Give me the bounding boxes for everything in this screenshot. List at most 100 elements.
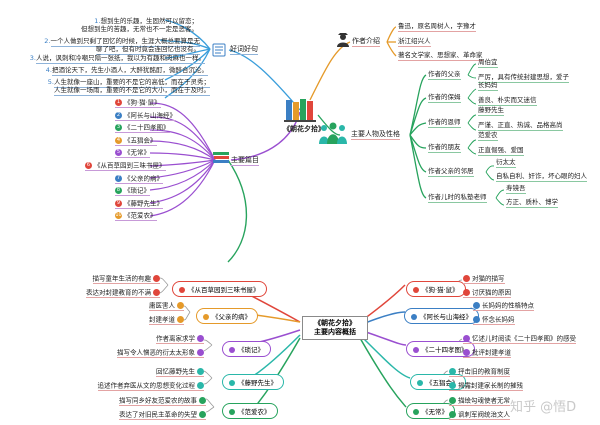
- watermark: 知乎 @悟D: [510, 400, 577, 415]
- pill-title: 《阿长与山海经》: [420, 313, 472, 321]
- chapter-number-badge: 10: [115, 212, 122, 220]
- note-badge: [177, 316, 184, 323]
- author-item-1: 鲁迅，原名周树人，字豫才: [398, 22, 476, 32]
- chapter-item: 10《范爱农》: [115, 211, 157, 222]
- chapter-pill: 《藤野先生》: [222, 374, 284, 390]
- branch-note: 讨厌猫的原因: [463, 289, 511, 298]
- character-trait: 严厉，具有传统封建思想，爱子: [478, 73, 569, 83]
- character-group-label: 作者的保姆: [428, 93, 461, 103]
- note-badge: [449, 368, 456, 375]
- sentence-number: 2.: [44, 37, 51, 45]
- sentence-line: 人说，讽刺和冷嘲只隔一张纸，我以为有趣和肉麻也一样。: [36, 54, 205, 64]
- chapter-title: 《狗·猫·鼠》: [124, 98, 161, 107]
- character-trait: 正直倔强、爱国: [478, 146, 524, 156]
- chapter-number-badge: 4: [115, 136, 122, 144]
- sentence-line: 人生就像一座山，重要的不是它的高低，而在于灵秀；: [54, 78, 210, 88]
- branch-note: 描写同乡好友范爱农的故事: [119, 397, 206, 406]
- character-group-label: 作者儿时的私塾老师: [428, 193, 487, 203]
- chapter-pill: 《范爱农》: [222, 403, 278, 419]
- note-text: 抨击旧的教育制度: [458, 367, 510, 376]
- note-text: 讽刺军阀统治文人: [458, 410, 510, 419]
- chapter-title: 《藤野先生》: [124, 199, 163, 208]
- branch-note: 描写令人憎恶的衍太太形象: [117, 349, 204, 358]
- sentence-line: 把酒论天下，先生小酒人，大醉犹酩酊，微醉合沉沦。: [52, 66, 208, 76]
- pill-dot-icon: [179, 287, 185, 293]
- sentence-number: 4.: [45, 66, 52, 74]
- character-trait: 方正、质朴、博学: [506, 198, 558, 208]
- chapter-title: 《二十四孝图》: [124, 123, 170, 132]
- pill-dot-icon: [411, 314, 417, 320]
- chapter-item: 1《狗·猫·鼠》: [115, 99, 161, 108]
- chapter-pill: 《阿长与山海经》: [404, 308, 479, 324]
- chapter-title: 《父亲的病》: [124, 174, 163, 183]
- chapter-title: 《从百草园到三味书屋》: [94, 161, 166, 170]
- character-name: 衍太太: [496, 158, 516, 168]
- top-center-title: 《朝花夕拾》: [283, 125, 325, 133]
- pill-dot-icon: [203, 314, 209, 320]
- good-sentence-item: 1.想到生的乐趣，生固然可以留恋；但想到生的苦趣，无常也不一定是恶客。: [58, 17, 198, 34]
- pill-title: 《琐记》: [238, 346, 264, 354]
- chapter-item: 8《琐记》: [115, 186, 150, 197]
- pill-title: 《二十四孝图》: [422, 346, 468, 354]
- chapter-number-badge: 1: [115, 99, 122, 106]
- note-badge: [473, 316, 480, 323]
- chapter-item: 4《五猖会》: [115, 136, 157, 146]
- note-text: 揭露封建家长制的摧残: [458, 381, 523, 390]
- main-chapters-title: 主要篇目: [231, 156, 259, 166]
- character-name: 长妈妈: [478, 81, 498, 91]
- chapter-title: 《五猖会》: [124, 136, 157, 145]
- pill-dot-icon: [417, 380, 423, 386]
- good-sentence-item: 4.把酒论天下，先生小酒人，大醉犹酩酊，微醉合沉沦。: [18, 66, 208, 76]
- sentence-line: 聊了吧，但有时竟会连回忆也没有。: [96, 45, 200, 56]
- note-badge: [197, 382, 204, 389]
- note-badge: [463, 335, 470, 342]
- author-title: 作者介绍: [352, 37, 380, 47]
- chapter-item: 5《无常》: [115, 149, 150, 159]
- note-badge: [449, 411, 456, 418]
- sentence-line: 想到生的乐趣，生固然可以留恋；: [100, 17, 199, 25]
- pill-dot-icon: [413, 409, 419, 415]
- note-badge: [197, 349, 204, 356]
- chapter-item: 2《阿长与山海经》: [115, 111, 176, 121]
- good-sentence-item: 3.人说，讽刺和冷嘲只隔一张纸，我以为有趣和肉麻也一样。: [5, 54, 205, 64]
- sentence-number: 3.: [29, 54, 36, 62]
- branch-note: 追述作者弃医从文的思想变化过程: [97, 382, 204, 391]
- sentence-number: 1.: [94, 17, 101, 25]
- note-text: 描绘勾魂使者无常: [458, 396, 510, 405]
- sentence-line: 但想到生的苦趣，无常也不一定是恶客。: [81, 25, 198, 34]
- chapter-number-badge: 5: [115, 149, 122, 157]
- pill-title: 《无常》: [422, 408, 448, 416]
- bottom-center-title: 《朝花夕拾》 主要内容概括: [302, 316, 368, 340]
- pill-dot-icon: [413, 287, 419, 293]
- pill-title: 《从百草园到三味书屋》: [188, 286, 260, 294]
- pill-title: 《父亲的病》: [212, 313, 251, 321]
- chapter-pill: 《琐记》: [222, 341, 271, 357]
- chapter-title: 《范爱农》: [124, 211, 157, 220]
- note-badge: [463, 275, 470, 282]
- chapter-pill: 《父亲的病》: [196, 308, 258, 324]
- author-icon: [336, 32, 350, 51]
- branch-note: 描写童年生活的有趣: [92, 275, 160, 284]
- books-icon: [284, 98, 318, 126]
- chapter-title: 《琐记》: [124, 186, 150, 195]
- pill-title: 《狗·猫·鼠》: [422, 286, 459, 294]
- good-sentence-item: 5.人生就像一座山，重要的不是它的高低，而在于灵秀；人生就像一场雨，重要的不是它…: [20, 78, 210, 97]
- branch-note: 忆述儿时阅读《二十四孝图》的感受: [463, 335, 576, 344]
- note-text: 长妈妈的性格特点: [482, 301, 534, 310]
- chapter-number-badge: 7: [115, 174, 122, 182]
- branch-note: 表达对封建教育的不满: [86, 289, 160, 298]
- note-badge: [199, 397, 206, 404]
- branch-note: 怀念长妈妈: [473, 316, 515, 325]
- pill-title: 《五猖会》: [426, 379, 459, 387]
- character-group-label: 作者父亲的邻居: [428, 167, 474, 177]
- note-text: 忆述儿时阅读《二十四孝图》的感受: [472, 334, 576, 343]
- note-badge: [153, 289, 160, 296]
- character-group-label: 作者的恩师: [428, 118, 461, 128]
- pill-title: 《范爱农》: [238, 408, 271, 416]
- pill-title: 《藤野先生》: [238, 379, 277, 387]
- character-trait: 严谨、正直、热诚、品格高尚: [478, 121, 563, 131]
- branch-note: 庸医害人: [149, 302, 184, 311]
- branch-note: 对猫的描写: [463, 275, 505, 284]
- chapter-number-badge: 3: [115, 124, 122, 132]
